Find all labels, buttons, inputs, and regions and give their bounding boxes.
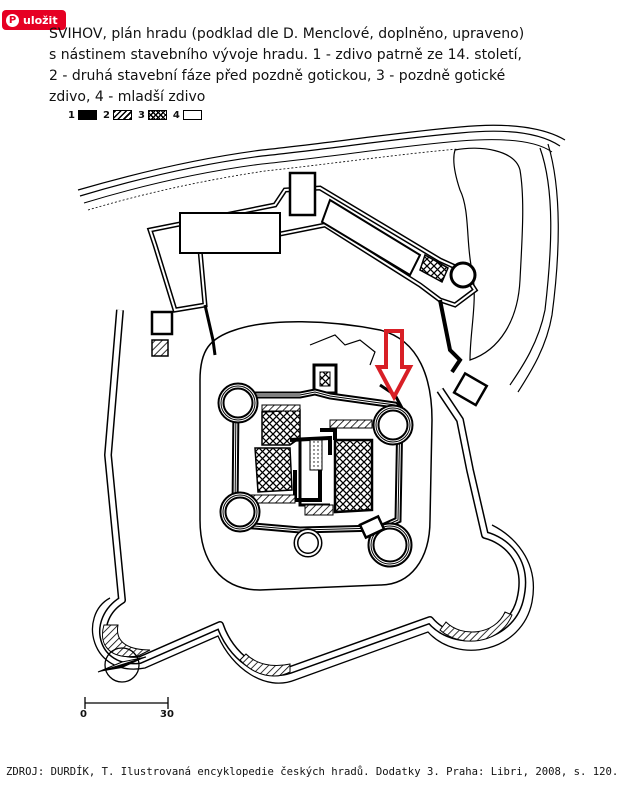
west-wall <box>150 304 217 357</box>
north-arrow-icon <box>97 647 147 683</box>
river-bank-lines <box>77 124 566 393</box>
north-buildings <box>146 171 489 407</box>
scale-end-label: 30 <box>160 709 174 720</box>
legend-swatch-empty <box>182 110 202 120</box>
caption-line: s nástinem stavebního vývoje hradu. 1 - … <box>49 47 522 63</box>
pin-button-label: uložit <box>23 13 58 27</box>
pond-outline <box>453 147 524 361</box>
inner-moat-outline <box>199 320 433 591</box>
material-legend: 1 2 3 4 <box>62 108 202 122</box>
plan-caption: SVIHOV, plán hradu (podklad dle D. Mencl… <box>49 24 569 108</box>
scale-bar <box>84 697 169 709</box>
legend-number: 3 <box>137 109 145 121</box>
castle-plan <box>77 124 566 709</box>
pinterest-icon: P <box>6 13 19 27</box>
pinterest-save-button[interactable]: P uložit <box>2 10 66 30</box>
legend-swatch-solid <box>77 110 97 120</box>
corner-towers <box>217 382 414 568</box>
legend-swatch-hatch <box>112 110 132 120</box>
legend-number: 2 <box>102 109 110 121</box>
entrance-passage <box>309 334 376 395</box>
bastion-fills <box>102 611 513 677</box>
caption-line: 2 - druhá stavební fáze před pozdně goti… <box>49 68 506 84</box>
source-citation: ZDROJ: DURDÍK, T. Ilustrovaná encykloped… <box>6 766 618 778</box>
caption-line: zdivo, 4 - mladší zdivo <box>49 89 206 105</box>
scale-start-label: 0 <box>80 709 87 720</box>
red-down-arrow-icon <box>374 329 414 402</box>
legend-number: 1 <box>68 109 75 121</box>
castle-keep <box>231 388 404 534</box>
legend-number: 4 <box>172 109 180 121</box>
caption-line: SVIHOV, plán hradu (podklad dle D. Mencl… <box>49 26 525 42</box>
legend-swatch-crosshatch <box>147 110 167 120</box>
